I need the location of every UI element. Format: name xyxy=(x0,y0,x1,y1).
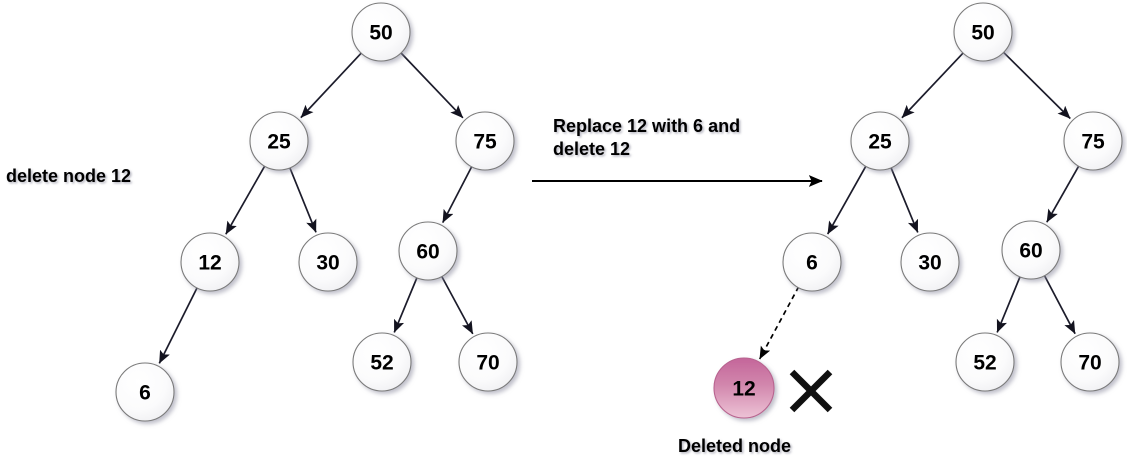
node-circle-30 xyxy=(900,232,960,292)
tree-edge-R60-to-R70 xyxy=(1043,274,1076,335)
node-label-60: 60 xyxy=(416,241,439,264)
after-tree-nodes: 50 25 75 6 30 60 52 70 12 xyxy=(713,2,1123,419)
node-label-25: 25 xyxy=(868,131,892,154)
tree-edge-L25-to-L12 xyxy=(225,164,266,235)
tree-node-60: 60 xyxy=(398,221,458,281)
tree-edge-L75-to-L60 xyxy=(441,165,473,223)
node-label-6: 6 xyxy=(806,252,818,275)
tree-edge-R25-to-R30 xyxy=(889,166,919,233)
node-label-75: 75 xyxy=(473,131,497,154)
tree-node-50: 50 xyxy=(953,2,1013,62)
delete-node-caption: delete node 12 xyxy=(6,166,132,186)
node-label-12: 12 xyxy=(198,252,221,275)
node-circle-70 xyxy=(458,332,518,392)
node-circle-60 xyxy=(398,221,458,281)
deleted-node-circle-12 xyxy=(713,357,775,419)
node-label-70: 70 xyxy=(476,352,499,375)
deleted-tree-node-12: 12 xyxy=(713,357,775,419)
node-label-50: 50 xyxy=(971,22,994,45)
node-label-50: 50 xyxy=(369,22,392,45)
tree-node-30: 30 xyxy=(298,232,358,292)
node-label-70: 70 xyxy=(1078,352,1101,375)
tree-edge-L50-to-L25 xyxy=(300,51,363,119)
tree-node-12: 12 xyxy=(180,232,240,292)
replace-instruction-caption: Replace 12 with 6 and delete 12 xyxy=(553,116,741,160)
tree-edge-R6-to-R12 xyxy=(758,286,800,360)
tree-node-50: 50 xyxy=(351,2,411,62)
tree-node-70: 70 xyxy=(458,332,518,392)
node-label-30: 30 xyxy=(918,252,941,275)
before-tree-nodes: 50 25 75 12 30 60 6 52 70 xyxy=(115,2,518,422)
node-circle-6 xyxy=(782,232,842,292)
node-label-52: 52 xyxy=(370,352,393,375)
node-circle-12 xyxy=(180,232,240,292)
tree-edge-R25-to-R6 xyxy=(826,164,868,235)
node-circle-25 xyxy=(850,111,910,171)
tree-edge-R75-to-R60 xyxy=(1046,164,1080,223)
node-label-6: 6 xyxy=(139,382,151,405)
tree-edge-L60-to-L70 xyxy=(440,275,474,335)
node-circle-50 xyxy=(351,2,411,62)
node-circle-30 xyxy=(298,232,358,292)
tree-node-6: 6 xyxy=(782,232,842,292)
tree-node-25: 25 xyxy=(249,111,309,171)
deleted-node-label-12: 12 xyxy=(732,378,755,401)
node-circle-25 xyxy=(249,111,309,171)
deletion-cross-icon xyxy=(789,369,833,413)
tree-node-30: 30 xyxy=(900,232,960,292)
tree-edge-L25-to-L30 xyxy=(288,166,317,233)
tree-node-75: 75 xyxy=(1063,111,1123,171)
before-tree-edges xyxy=(158,51,474,364)
tree-edge-R50-to-R75 xyxy=(1002,51,1071,120)
tree-edge-R50-to-R25 xyxy=(901,51,965,119)
tree-node-6: 6 xyxy=(115,362,175,422)
tree-node-25: 25 xyxy=(850,111,910,171)
tree-edge-L12-to-L6 xyxy=(158,286,199,364)
tree-node-60: 60 xyxy=(1001,220,1061,280)
tree-edge-L60-to-L52 xyxy=(393,276,419,333)
node-label-25: 25 xyxy=(267,131,291,154)
tree-node-52: 52 xyxy=(352,332,412,392)
node-label-75: 75 xyxy=(1081,131,1105,154)
node-circle-6 xyxy=(115,362,175,422)
node-circle-52 xyxy=(955,332,1015,392)
after-tree-edges xyxy=(758,51,1080,360)
node-circle-75 xyxy=(1063,111,1123,171)
node-label-30: 30 xyxy=(316,252,339,275)
deleted-node-caption: Deleted node xyxy=(678,436,792,456)
node-label-60: 60 xyxy=(1019,240,1042,263)
node-circle-60 xyxy=(1001,220,1061,280)
node-circle-52 xyxy=(352,332,412,392)
tree-node-70: 70 xyxy=(1060,332,1120,392)
cross-stroke-2 xyxy=(789,369,833,413)
tree-node-52: 52 xyxy=(955,332,1015,392)
tree-edge-R60-to-R52 xyxy=(996,275,1022,333)
node-circle-50 xyxy=(953,2,1013,62)
node-circle-70 xyxy=(1060,332,1120,392)
node-circle-75 xyxy=(455,111,515,171)
tree-node-75: 75 xyxy=(455,111,515,171)
node-label-52: 52 xyxy=(973,352,996,375)
tree-edge-L50-to-L75 xyxy=(399,51,464,119)
